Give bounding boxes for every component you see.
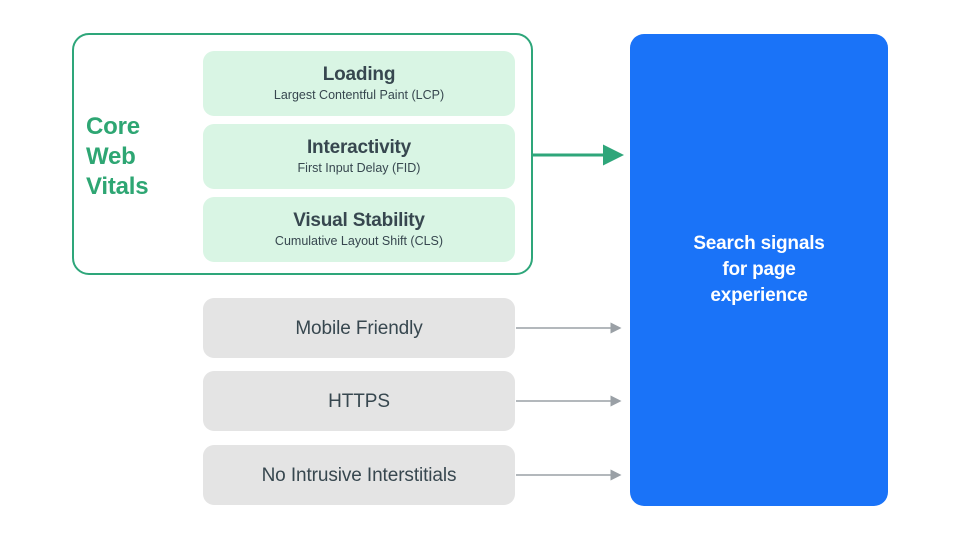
core-web-vitals-label: Core Web Vitals bbox=[86, 113, 149, 200]
signal-label: Mobile Friendly bbox=[295, 317, 423, 339]
vital-card-loading[interactable]: Loading Largest Contentful Paint (LCP) bbox=[203, 51, 515, 116]
signal-card-mobile-friendly[interactable]: Mobile Friendly bbox=[203, 298, 515, 358]
signal-card-https[interactable]: HTTPS bbox=[203, 371, 515, 431]
vital-title: Interactivity bbox=[306, 137, 412, 158]
vital-metric: Cumulative Layout Shift (CLS) bbox=[274, 234, 444, 248]
signal-label: No Intrusive Interstitials bbox=[261, 464, 457, 486]
search-signals-label: Search signals for page experience bbox=[693, 233, 825, 306]
signal-label: HTTPS bbox=[328, 390, 390, 412]
vital-title: Visual Stability bbox=[293, 210, 425, 231]
vital-metric: First Input Delay (FID) bbox=[297, 161, 421, 175]
vital-metric: Largest Contentful Paint (LCP) bbox=[273, 88, 445, 102]
search-signals-card[interactable]: Search signals for page experience bbox=[630, 34, 888, 506]
signal-card-no-intrusive-interstitials[interactable]: No Intrusive Interstitials bbox=[203, 445, 515, 505]
vital-title: Loading bbox=[322, 64, 396, 85]
vital-card-interactivity[interactable]: Interactivity First Input Delay (FID) bbox=[203, 124, 515, 189]
vital-card-visual-stability[interactable]: Visual Stability Cumulative Layout Shift… bbox=[203, 197, 515, 262]
